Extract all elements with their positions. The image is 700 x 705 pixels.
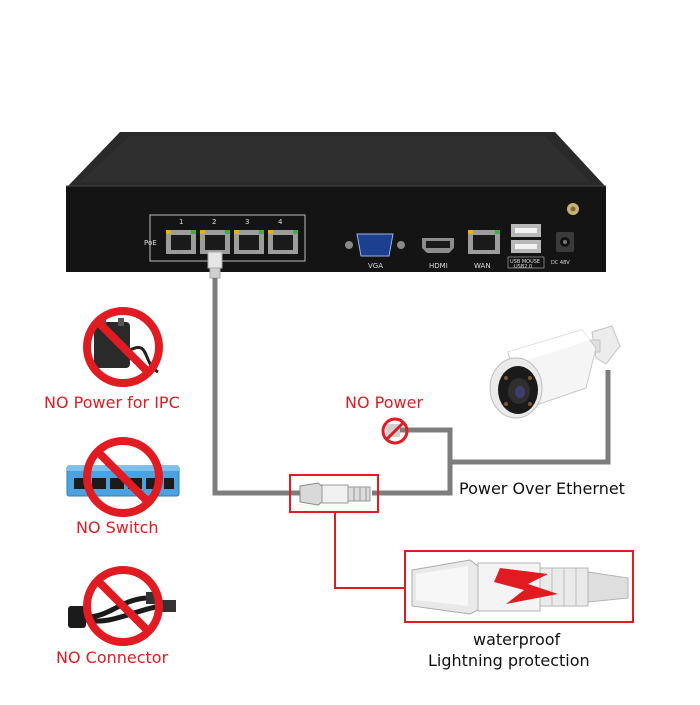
port-number-2: 2 [212,218,216,226]
no-connector-label: NO Connector [56,648,169,667]
no-switch-label: NO Switch [76,518,159,537]
cables [207,251,611,496]
lightning-bolt-icon [494,568,558,604]
no-power-adapter-large-icon [83,307,163,387]
poe-port-3[interactable] [234,230,264,254]
ethernet-cable-nvr [212,278,300,496]
usb-ports[interactable] [511,224,541,253]
usb-label: USB MOUSE [510,259,540,265]
dc-label: DC 48V [551,260,570,266]
waterproof-connector [289,474,379,513]
poe-port-group [149,214,306,262]
no-switch-large-icon [66,437,180,517]
ground-screw [567,203,579,215]
poe-port-4[interactable] [268,230,298,254]
nvr-device: PoE 1 2 3 4 [66,132,606,272]
port-number-3: 3 [245,218,249,226]
no-connector-large-icon [68,566,176,646]
wan-port[interactable] [468,230,500,254]
hdmi-label: HDMI [429,262,448,270]
no-power-adapter-icon [381,417,409,445]
lightning-protection-label: Lightning protection [428,651,590,670]
poe-label-text: Power Over Ethernet [459,479,625,498]
poe-port-1[interactable] [166,230,196,254]
vga-port[interactable] [345,233,405,257]
poe-label: PoE [144,239,157,247]
zoom-callout-line [334,512,405,589]
waterproof-label: waterproof [473,630,561,649]
wan-label: WAN [474,262,491,270]
dc-power-jack[interactable] [556,232,574,252]
power-stub-cable [400,427,453,462]
enlarged-connector [404,550,634,623]
usb-sub-label: USB2.0 [514,264,532,270]
port-number-1: 1 [179,218,183,226]
ip-camera-icon [489,325,621,419]
hdmi-port[interactable] [422,238,454,253]
no-power-label: NO Power [345,393,424,412]
vga-label: VGA [368,262,383,270]
port-number-4: 4 [278,218,283,226]
no-power-ipc-label: NO Power for IPC [44,393,180,412]
poe-port-2[interactable] [200,230,230,254]
rj45-plug-nvr [207,251,223,269]
